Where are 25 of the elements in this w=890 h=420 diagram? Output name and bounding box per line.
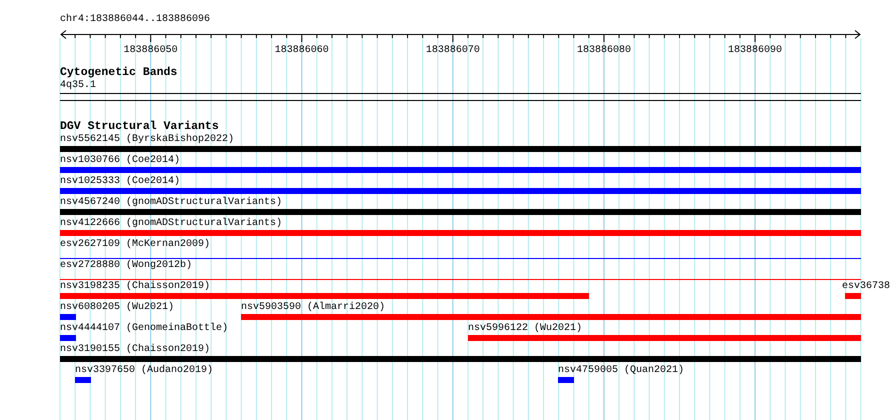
variant-label: nsv5562145 (ByrskaBishop2022) [60, 134, 234, 146]
variant-label: esv2627109 (McKernan2009) [60, 239, 210, 251]
track-heading: Cytogenetic Bands [60, 67, 178, 79]
variant-label: esv36738 [842, 281, 890, 293]
variant-label: nsv5903590 (Almarri2020) [241, 302, 386, 314]
variant-label: nsv3190155 (Chaisson2019) [60, 344, 210, 356]
variant-label: nsv6080205 (Wu2021) [60, 302, 174, 314]
tick-label: 183886060 [274, 45, 329, 57]
variant-label: nsv4567240 (gnomADStructuralVariants) [60, 197, 282, 209]
track-heading: DGV Structural Variants [60, 121, 219, 133]
variant-label: nsv5996122 (Wu2021) [468, 323, 582, 335]
variant-label: nsv3198235 (Chaisson2019) [60, 281, 210, 293]
tick-label: 183886070 [426, 45, 480, 57]
tick-label: 183886080 [576, 45, 631, 57]
variant-label: esv2728880 (Wong2012b) [60, 260, 192, 272]
variant-label: nsv1025333 (Coe2014) [60, 176, 180, 188]
variant-label: nsv4759005 (Quan2021) [558, 365, 684, 377]
variant-label: nsv3397650 (Audano2019) [75, 365, 214, 377]
tick-label: 183886050 [124, 45, 178, 57]
locus-label: chr4:183886044..183886096 [60, 14, 210, 26]
band-label: 4q35.1 [60, 80, 96, 92]
variant-label: nsv4122666 (gnomADStructuralVariants) [60, 218, 282, 230]
variant-label: nsv4444107 (GenomeinaBottle) [60, 323, 228, 335]
variant-label: nsv1030766 (Coe2014) [60, 155, 180, 167]
tick-label: 183886090 [728, 45, 782, 57]
